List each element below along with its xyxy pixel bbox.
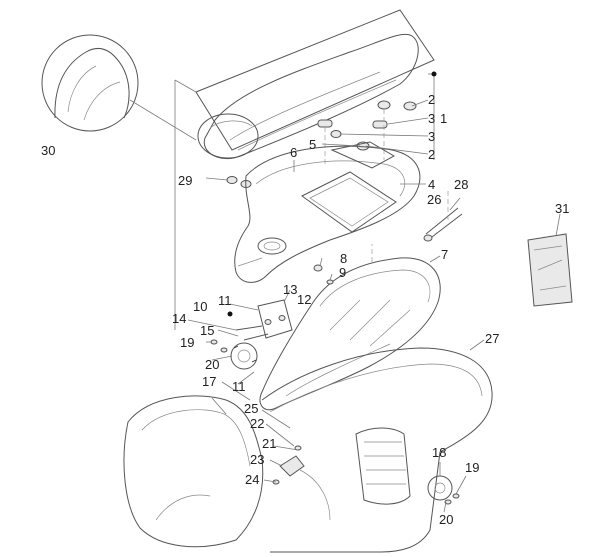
hinge-strut <box>423 188 463 242</box>
detail-circle-seat-corner <box>41 34 197 141</box>
callout-11a: 11 <box>218 293 232 308</box>
callout-15: 15 <box>200 323 214 338</box>
callout-14: 14 <box>172 311 186 326</box>
label-plate-31 <box>527 233 573 307</box>
leader-lines <box>187 73 561 513</box>
marker-dot-bracket <box>227 311 233 317</box>
seat-base-tray <box>234 141 421 283</box>
callout-10: 10 <box>193 299 207 314</box>
callout-1: 1 <box>440 111 447 126</box>
callout-labels: 1 2 3 3 2 5 6 4 28 26 29 30 31 7 8 9 13 … <box>41 92 569 527</box>
callout-11b: 11 <box>232 379 246 394</box>
callout-6: 6 <box>290 145 297 160</box>
callout-30: 30 <box>41 143 55 158</box>
callout-28: 28 <box>454 177 468 192</box>
callout-17: 17 <box>202 374 216 389</box>
leg-shield-body <box>123 347 493 553</box>
callout-5: 5 <box>309 137 316 152</box>
lock-assembly <box>272 445 305 485</box>
fuel-cap-cover-right <box>427 475 460 505</box>
callout-4: 4 <box>428 177 435 192</box>
callout-13: 13 <box>283 282 297 297</box>
callout-29: 29 <box>178 173 192 188</box>
callout-12: 12 <box>297 292 311 307</box>
callout-27: 27 <box>485 331 499 346</box>
helmet-compartment <box>259 244 441 411</box>
callout-18: 18 <box>432 445 446 460</box>
hinge-bracket <box>235 299 293 341</box>
callout-23: 23 <box>250 452 264 467</box>
callout-20a: 20 <box>205 357 219 372</box>
callout-24: 24 <box>245 472 259 487</box>
callout-3a: 3 <box>428 111 435 126</box>
callout-9: 9 <box>339 265 346 280</box>
callout-3b: 3 <box>428 129 435 144</box>
callout-19b: 19 <box>465 460 479 475</box>
marker-dot-seat <box>431 71 437 77</box>
callout-26: 26 <box>427 192 441 207</box>
callout-2b: 2 <box>428 147 435 162</box>
callout-25: 25 <box>244 401 258 416</box>
callout-21: 21 <box>262 436 276 451</box>
callout-22: 22 <box>250 416 264 431</box>
seat-assembly <box>195 9 435 160</box>
callout-31: 31 <box>555 201 569 216</box>
callout-8: 8 <box>340 251 347 266</box>
callout-2a: 2 <box>428 92 435 107</box>
callout-19a: 19 <box>180 335 194 350</box>
callout-20b: 20 <box>439 512 453 527</box>
callout-7: 7 <box>441 247 448 262</box>
